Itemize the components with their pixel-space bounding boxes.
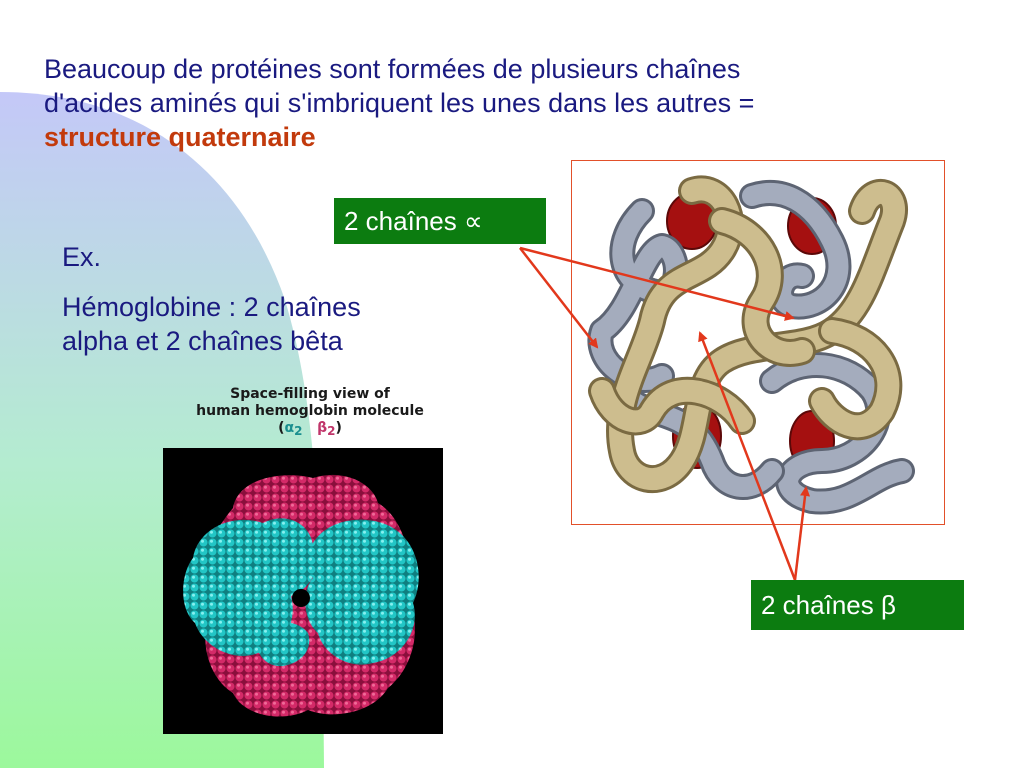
- example-text-line-1: Hémoglobine : 2 chaînes: [62, 292, 361, 322]
- title-line-1: Beaucoup de protéines sont formées de pl…: [44, 54, 741, 84]
- example-text-line-2: alpha et 2 chaînes bêta: [62, 326, 343, 356]
- caption-alpha: α: [284, 420, 295, 436]
- caption-line-3: (α2 β2): [170, 420, 450, 440]
- alpha-chains-label: 2 chaînes ∝: [334, 198, 546, 244]
- example-label: Ex.: [62, 242, 102, 272]
- caption-open-paren: (: [278, 420, 285, 436]
- hemoglobin-tube-model-image: [571, 160, 945, 525]
- example-block: Ex. Hémoglobine : 2 chaînes alpha et 2 c…: [62, 240, 462, 374]
- slide-title: Beaucoup de protéines sont formées de pl…: [44, 52, 984, 154]
- example-text: Hémoglobine : 2 chaînes alpha et 2 chaîn…: [62, 290, 462, 358]
- beta-chains-label: 2 chaînes β: [751, 580, 964, 630]
- title-highlight: structure quaternaire: [44, 122, 316, 152]
- caption-beta: β: [317, 420, 328, 436]
- title-line-2: d'acides aminés qui s'imbriquent les une…: [44, 88, 755, 118]
- caption-beta-sub: 2: [327, 424, 336, 438]
- space-filling-caption: Space-filling view of human hemoglobin m…: [170, 386, 450, 440]
- caption-line-1: Space-filling view of: [230, 386, 390, 402]
- caption-line-2: human hemoglobin molecule: [196, 403, 424, 419]
- hemoglobin-space-filling-image: [163, 448, 443, 734]
- caption-alpha-sub: 2: [294, 424, 303, 438]
- caption-close-paren: ): [335, 420, 342, 436]
